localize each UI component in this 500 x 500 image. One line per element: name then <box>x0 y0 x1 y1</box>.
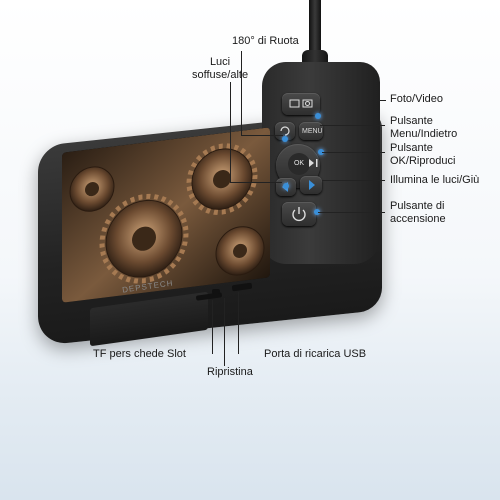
led-menu <box>315 113 321 119</box>
leader-usb <box>238 292 239 354</box>
label-usb-port: Porta di ricarica USB <box>264 348 367 360</box>
camera-icon <box>289 99 313 108</box>
label-tf-slot: TF pers chede Slot <box>93 348 186 360</box>
led-light <box>283 183 289 189</box>
label-menu-back: Pulsante Menu/Indietro <box>390 115 458 140</box>
label-ok-play: Pulsante OK/Riproduci <box>390 142 456 167</box>
leader-rotate <box>241 51 242 135</box>
leader-light <box>322 180 385 181</box>
label-power: Pulsante di accensione <box>390 200 446 225</box>
cable <box>309 0 321 60</box>
play-pause-icon <box>309 159 318 167</box>
reset-hole[interactable] <box>212 289 220 294</box>
gear-image <box>62 127 270 303</box>
label-photo-video: Foto/Video <box>390 93 444 105</box>
led-rotate <box>282 136 288 142</box>
menu-button[interactable]: MENU <box>299 122 323 140</box>
photo-video-button[interactable] <box>282 93 320 115</box>
leader-reset <box>224 298 225 366</box>
power-button[interactable] <box>282 202 316 226</box>
leader-menu <box>320 125 385 126</box>
leader-photo <box>372 100 386 101</box>
label-lights-level: Luci soffuse/alte <box>192 56 249 81</box>
leader-lights-h <box>230 182 282 183</box>
leader-lights <box>230 82 231 182</box>
label-light-down: Illumina le luci/Giù <box>390 174 480 186</box>
power-icon <box>292 207 306 222</box>
leader-tf <box>212 300 213 354</box>
menu-label: MENU <box>302 128 323 135</box>
arrow-right-icon <box>309 180 315 190</box>
device-screen <box>62 127 270 303</box>
rotate-icon <box>280 126 290 136</box>
light-up-button[interactable] <box>300 176 322 194</box>
leader-power <box>318 212 385 213</box>
led-power <box>314 209 320 215</box>
label-rotate: 180° di Ruota <box>232 35 299 47</box>
label-reset: Ripristina <box>207 366 253 378</box>
leader-rotate-h <box>241 135 283 136</box>
led-ok <box>318 149 324 155</box>
leader-ok <box>322 152 385 153</box>
ok-button[interactable]: OK <box>288 153 310 175</box>
